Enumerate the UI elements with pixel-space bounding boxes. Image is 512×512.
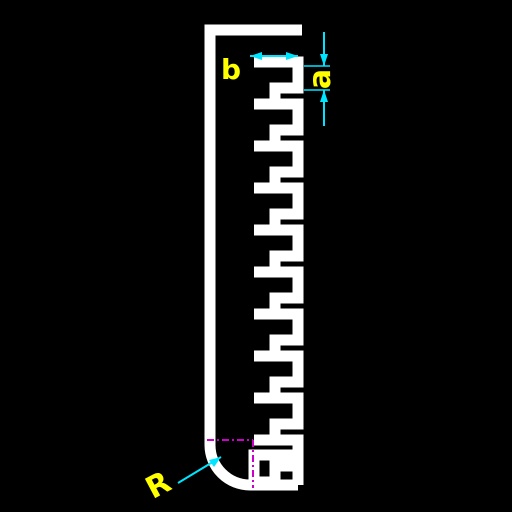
outer-frame xyxy=(204,24,302,491)
label-a: a xyxy=(303,69,338,89)
dimension-b xyxy=(250,52,298,60)
radius-construction-lines xyxy=(207,439,254,488)
dimension-a xyxy=(304,32,330,126)
meander-strip xyxy=(248,56,304,488)
label-b: b xyxy=(221,53,241,86)
dimension-r xyxy=(177,456,222,484)
